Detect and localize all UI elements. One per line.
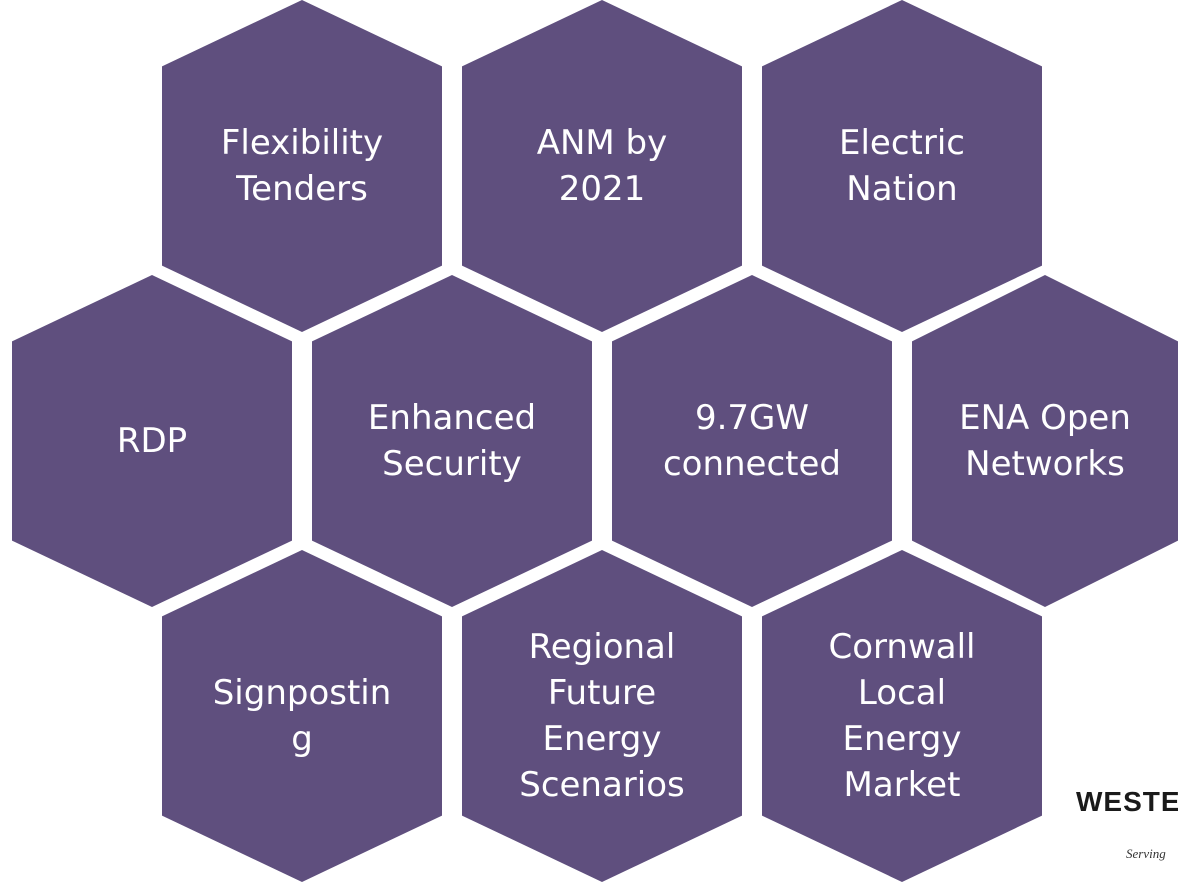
hex-electric-nation: Electric Nation xyxy=(762,0,1042,332)
hex-enhanced-security: Enhanced Security xyxy=(312,275,592,607)
hex-ena-open-networks: ENA Open Networks xyxy=(912,275,1178,607)
hex-rdp: RDP xyxy=(12,275,292,607)
hex-cornwall-local-energy-market: Cornwall Local Energy Market xyxy=(762,550,1042,882)
company-logo-tagline: Serving xyxy=(1126,846,1166,861)
company-logo-text: WESTE xyxy=(1076,786,1178,817)
hex-regional-future-energy-scenarios: Regional Future Energy Scenarios xyxy=(462,550,742,882)
hex-flexibility-tenders: Flexibility Tenders xyxy=(162,0,442,332)
hex-9-7gw-connected: 9.7GW connected xyxy=(612,275,892,607)
hex-anm-by-2021: ANM by 2021 xyxy=(462,0,742,332)
hex-signposting: Signpostin g xyxy=(162,550,442,882)
